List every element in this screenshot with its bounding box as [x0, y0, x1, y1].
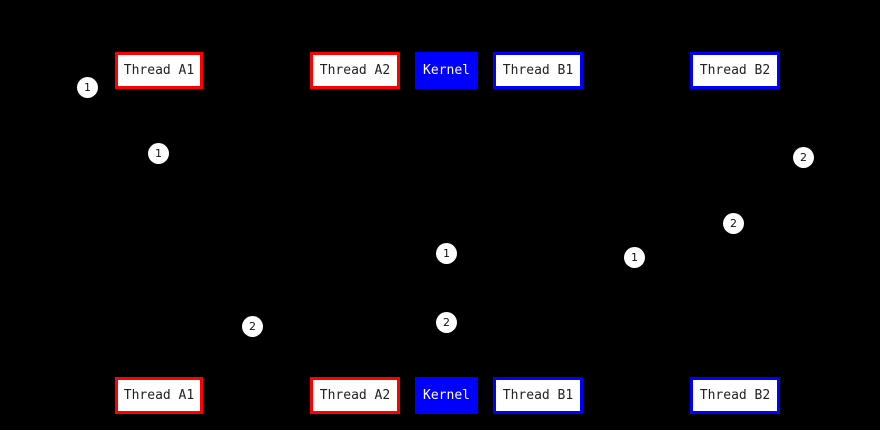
lifeline-stub-thread-a1-top — [158, 89, 161, 93]
lifeline-stub-thread-b1-bottom — [537, 373, 540, 377]
lifeline-stub-thread-b1-top — [537, 89, 540, 93]
participant-bottom-thread-a2[interactable]: Thread A2 — [310, 377, 400, 414]
participant-top-thread-a2[interactable]: Thread A2 — [310, 52, 400, 89]
lifeline-stub-thread-a2-bottom — [354, 373, 357, 377]
participant-label: Kernel — [423, 388, 470, 403]
step-bullet-1: 1 — [624, 247, 645, 268]
participant-bottom-kernel[interactable]: Kernel — [415, 377, 478, 414]
step-bullet-1: 1 — [77, 77, 98, 98]
participant-bottom-thread-b2[interactable]: Thread B2 — [690, 377, 780, 414]
participant-top-kernel[interactable]: Kernel — [415, 52, 478, 89]
participant-label: Thread A1 — [123, 388, 195, 403]
lifeline-thread-a1 — [159, 89, 160, 377]
participant-top-thread-b1[interactable]: Thread B1 — [493, 52, 583, 89]
step-bullet-1: 1 — [436, 243, 457, 264]
participant-label: Thread B1 — [502, 388, 574, 403]
step-bullet-2: 2 — [793, 147, 814, 168]
step-bullet-2: 2 — [242, 316, 263, 337]
participant-label: Thread B2 — [699, 388, 771, 403]
participant-bottom-thread-a1[interactable]: Thread A1 — [115, 377, 203, 414]
lifeline-stub-kernel-bottom — [445, 373, 448, 377]
step-bullet-2: 2 — [436, 312, 457, 333]
lifeline-stub-thread-b2-bottom — [733, 373, 736, 377]
lifeline-stub-thread-a2-top — [354, 89, 357, 93]
participant-label: Thread A2 — [319, 388, 391, 403]
participant-top-thread-a1[interactable]: Thread A1 — [115, 52, 203, 89]
lifeline-kernel — [446, 89, 447, 377]
participant-label: Kernel — [423, 63, 470, 78]
lifeline-thread-b1 — [538, 89, 539, 377]
participant-label: Thread A1 — [123, 63, 195, 78]
participant-label: Thread A2 — [319, 63, 391, 78]
step-bullet-2: 2 — [723, 213, 744, 234]
participant-top-thread-b2[interactable]: Thread B2 — [690, 52, 780, 89]
participant-bottom-thread-b1[interactable]: Thread B1 — [493, 377, 583, 414]
step-bullet-1: 1 — [148, 143, 169, 164]
participant-label: Thread B2 — [699, 63, 771, 78]
lifeline-stub-thread-b2-top — [733, 89, 736, 93]
lifeline-thread-a2 — [355, 89, 356, 377]
lifeline-stub-thread-a1-bottom — [158, 373, 161, 377]
participant-label: Thread B1 — [502, 63, 574, 78]
lifeline-stub-kernel-top — [445, 89, 448, 93]
